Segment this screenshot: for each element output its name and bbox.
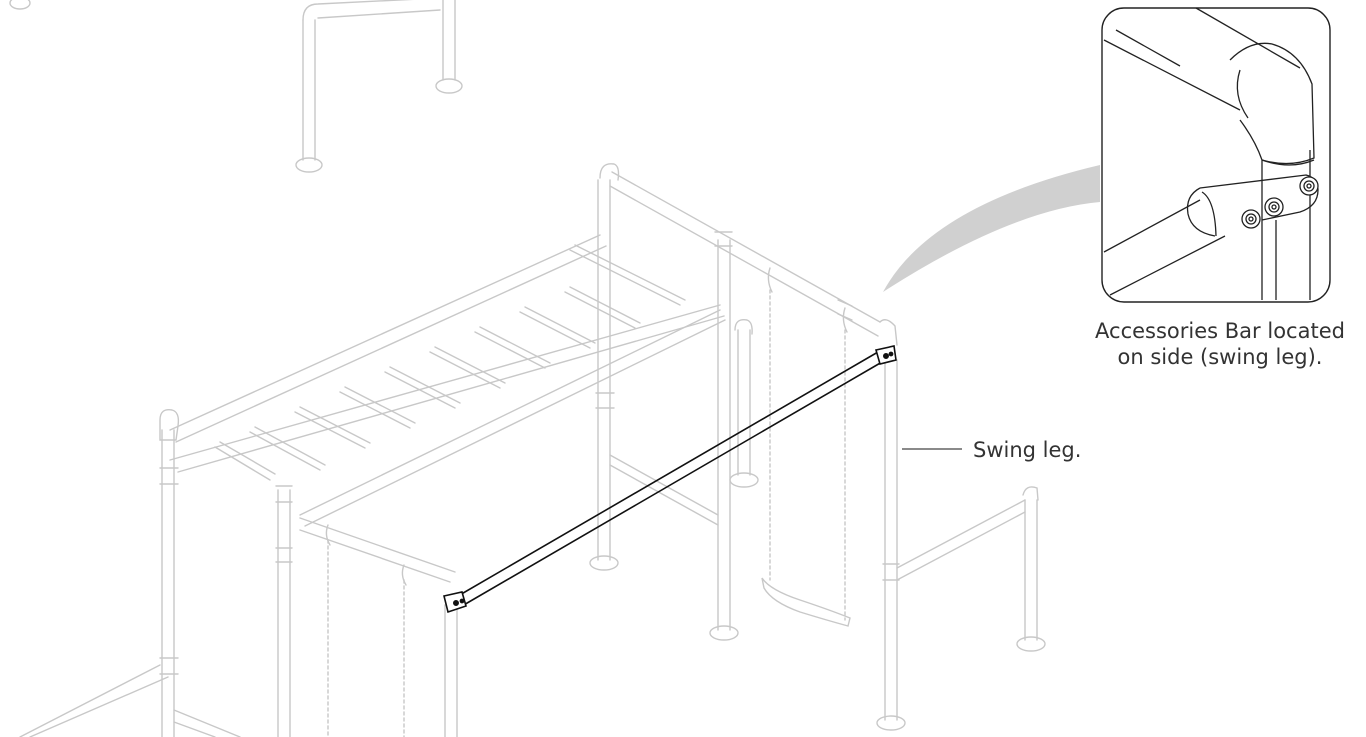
detail-caption-line-1: Accessories Bar located: [1095, 319, 1345, 343]
detail-caption-line-2: on side (swing leg).: [1117, 345, 1323, 369]
base-plates: [589, 472, 1046, 731]
swing-seat: [761, 577, 851, 627]
accessories-bar: [443, 345, 897, 614]
upper-left-frame: [9, 0, 463, 173]
detail-inset: [1101, 7, 1331, 303]
lower-left-diagonal: [19, 664, 241, 737]
swing-chains: [327, 289, 846, 737]
detail-caption: Accessories Bar located on side (swing l…: [1074, 318, 1366, 370]
play-frame: [9, 0, 1046, 737]
swing-leg-post: [879, 319, 900, 721]
middle-posts: [595, 179, 753, 631]
detail-bolts: [1241, 176, 1319, 229]
swing-hooks: [325, 267, 848, 586]
back-top-rail: [599, 163, 881, 337]
right-lower-frame: [896, 486, 1039, 641]
monkey-bar-rungs: [214, 244, 686, 481]
callout-pointer: [883, 165, 1100, 292]
swing-leg-label: Swing leg.: [973, 438, 1082, 462]
monkey-bar-rails: [169, 234, 726, 583]
front-left-posts: [275, 485, 458, 737]
